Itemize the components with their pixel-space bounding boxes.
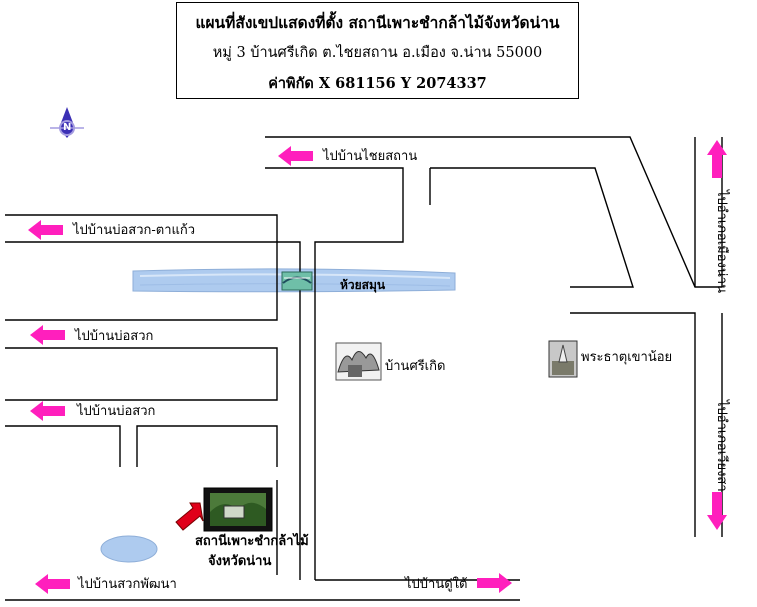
label-station-line2: จังหวัดน่าน [208,554,272,569]
title-coordinates: ค่าพิกัด X 681156 Y 2074337 [268,75,487,92]
label-to-suak-phatthana: ไปบ้านสวกพัฒนา [78,577,177,592]
arrow-right-du-tai [477,573,512,593]
label-to-bo-suak-2: ไปบ้านบ่อสวก [77,404,156,419]
pond [100,535,158,563]
arrow-up-amphoe-nan [707,140,727,178]
label-station-line1: สถานีเพาะชำกล้าไม้ [195,534,309,549]
arrow-left-bo-suak-2 [30,401,65,421]
arrow-down-amphoe-wiang-sa [707,492,727,530]
arrow-left-bo-suak-ta-kaeo [28,220,63,240]
village-icon [335,342,382,381]
label-village: บ้านศรีเกิด [385,359,446,374]
title-address: หมู่ 3 บ้านศรีเกิด ต.ไชยสถาน อ.เมือง จ.น… [212,45,543,61]
label-to-chai-sathan: ไปบ้านไชยสถาน [323,149,418,164]
label-to-amphoe-nan: ไปอำเภอเมืองน่าน [714,190,729,293]
title-box: แผนที่สังเขปแสดงที่ตั้ง สถานีเพาะชำกล้าไ… [176,2,579,99]
label-to-du-tai: ไปบ้านดู่ใต้ [405,577,468,592]
label-stream: ห้วยสมุน [340,278,386,292]
label-temple: พระธาตุเขาน้อย [581,350,673,365]
station-photo [203,487,273,532]
label-to-bo-suak-ta-kaeo: ไปบ้านบ่อสวก-ตาแก้ว [73,223,196,238]
temple-picture [548,340,578,378]
arrow-left-suak-phatthana [35,574,70,594]
label-to-amphoe-wiang-sa: ไปอำเภอเวียงสา [714,400,729,492]
bridge-icon [281,271,313,291]
arrow-left-chai-sathan [278,146,313,166]
arrow-left-bo-suak-1 [30,325,65,345]
label-to-bo-suak-1: ไปบ้านบ่อสวก [75,329,154,344]
direction-arrows [28,140,727,594]
compass-letter: N [63,122,72,133]
north-arrow-icon [50,107,84,138]
station-pointer-arrow [175,502,204,531]
title-heading: แผนที่สังเขปแสดงที่ตั้ง สถานีเพาะชำกล้าไ… [195,13,560,32]
